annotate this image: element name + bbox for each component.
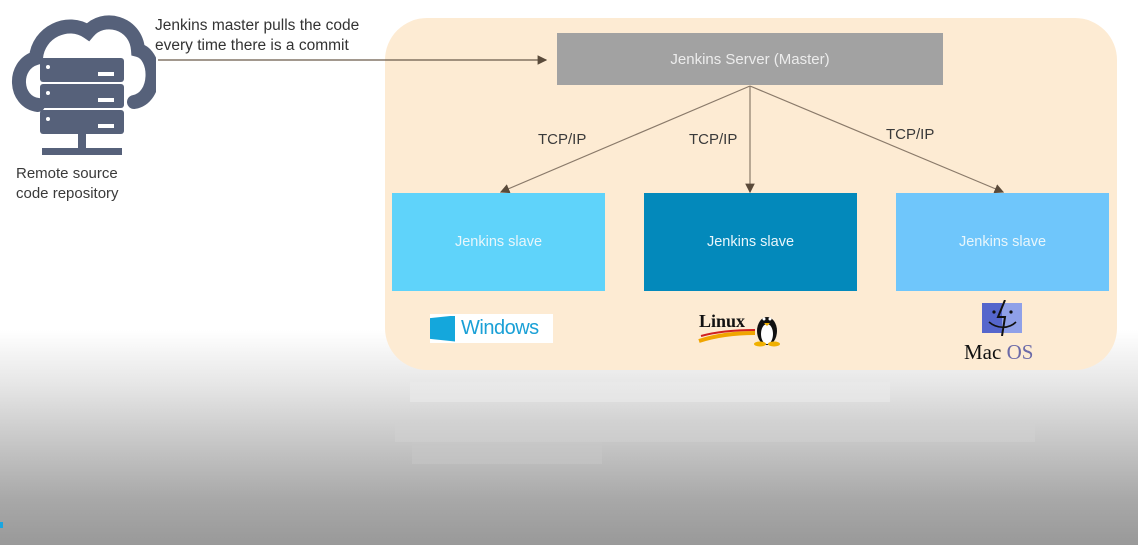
pull-note: Jenkins master pulls the code every time… <box>155 16 415 56</box>
blurred-caption-line <box>412 442 602 464</box>
pull-note-line1: Jenkins master pulls the code <box>155 17 360 34</box>
cloud-server-icon <box>12 15 156 155</box>
tcp-label-mac: TCP/IP <box>886 126 935 143</box>
macos-logo-text: Mac OS <box>964 340 1033 365</box>
tcp-arrow-windows <box>499 85 751 194</box>
tcp-label-windows: TCP/IP <box>538 131 587 148</box>
blurred-caption-line <box>395 424 1035 442</box>
tcp-arrow-mac <box>749 85 1005 194</box>
slave-linux-box: Jenkins slave <box>644 193 857 291</box>
repository-label-line1: Remote source <box>16 165 118 182</box>
windows-logo-text: Windows <box>461 317 539 339</box>
blurred-caption-line <box>410 382 890 402</box>
linux-logo: Linux <box>697 309 783 347</box>
tux-penguin-icon <box>698 317 780 347</box>
macos-logo: Mac OS <box>960 296 1040 366</box>
slave-mac-label: Jenkins slave <box>958 234 1047 250</box>
macos-word-os: OS <box>1006 340 1034 364</box>
macos-word-mac: Mac <box>964 340 1002 364</box>
repository-label-line2: code repository <box>16 185 119 202</box>
mac-finder-icon <box>982 300 1022 336</box>
repository-label: Remote source code repository <box>16 164 176 204</box>
slave-mac-box: Jenkins slave <box>896 193 1109 291</box>
windows-logo: Windows <box>430 314 553 343</box>
accent-marker <box>0 522 3 528</box>
slave-linux-label: Jenkins slave <box>706 234 795 250</box>
pull-note-line2: every time there is a commit <box>155 37 349 54</box>
slave-windows-box: Jenkins slave <box>392 193 605 291</box>
master-label: Jenkins Server (Master) <box>670 50 830 68</box>
slave-windows-label: Jenkins slave <box>454 234 543 250</box>
linux-logo-text: Linux <box>699 311 746 331</box>
windows-flag-icon <box>430 315 455 342</box>
tcp-label-linux: TCP/IP <box>689 131 738 148</box>
jenkins-master-box: Jenkins Server (Master) <box>557 33 943 85</box>
